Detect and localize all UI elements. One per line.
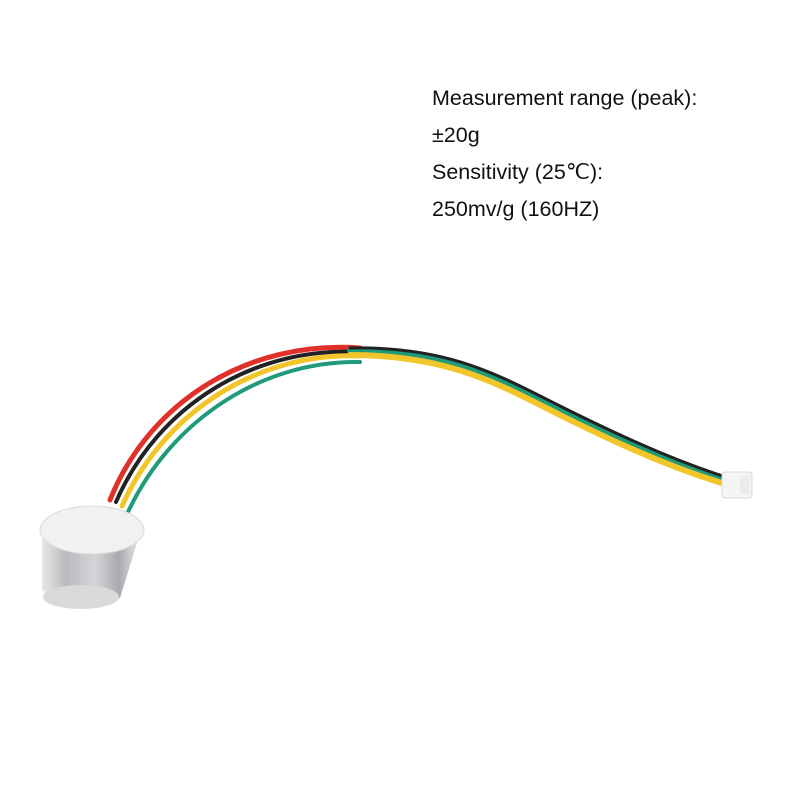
spec-text: Measurement range (peak): ±20g Sensitivi… (432, 80, 697, 228)
jst-connector (721, 471, 753, 499)
spec-measurement-range-label: Measurement range (peak): (432, 86, 698, 110)
cable-bundle (107, 344, 738, 514)
sensor-housing (39, 505, 145, 609)
spec-measurement-range-value: ±20g (432, 123, 480, 147)
spec-sensitivity-value: 250mv/g (160HZ) (432, 197, 600, 221)
spec-sensitivity-label: Sensitivity (25℃): (432, 160, 604, 184)
